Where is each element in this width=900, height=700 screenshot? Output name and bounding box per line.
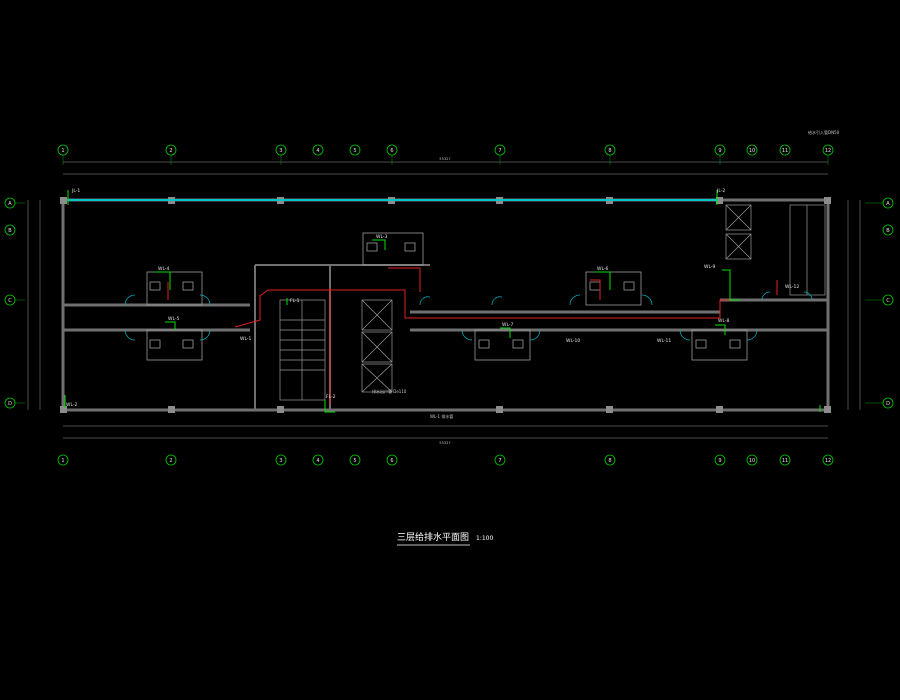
- axis-bottom-11: 11: [782, 458, 788, 464]
- tag-wl-9: WL-9: [704, 264, 716, 270]
- tag-wl-12: WL-12: [785, 284, 799, 290]
- axis-bottom-9: 9: [718, 458, 721, 464]
- tag-wl-2: WL-2: [66, 402, 78, 408]
- tag-wl-1: WL-1: [240, 336, 252, 342]
- toilet-room-mid-lower: [474, 329, 531, 361]
- top-dimension-lines: [63, 161, 828, 439]
- axis-B-left: B: [8, 228, 12, 234]
- axis-labels-top: 1 2 3 4 5 6 7 8 9 10 11 12: [61, 148, 831, 154]
- drain-pipe: [167, 267, 778, 405]
- note-top-right: 给水引入管DN50: [808, 129, 840, 135]
- axis-6: 6: [390, 148, 393, 154]
- tag-wl-6: WL-6: [597, 266, 609, 272]
- axis-10: 10: [749, 148, 755, 154]
- drawing-title: 三层给排水平面图: [397, 531, 469, 543]
- tag-wl-7: WL-7: [502, 322, 514, 328]
- axis-bubbles-bottom: [57, 454, 834, 466]
- axis-bubbles-side: [4, 197, 894, 409]
- total-dimension-bottom: 55327: [439, 441, 450, 445]
- toilet-room-right-lower: [691, 329, 748, 361]
- tag-wl-5: WL-5: [168, 316, 180, 322]
- tag-wl-8: WL-8: [718, 318, 730, 324]
- tag-jl-1: JL-1: [71, 188, 80, 194]
- axis-bottom-2: 2: [169, 458, 172, 464]
- elevator-shafts-center: [361, 299, 393, 393]
- axis-A-right: A: [886, 201, 890, 207]
- axis-bottom-7: 7: [498, 458, 501, 464]
- axis-11: 11: [782, 148, 788, 154]
- pipe-tags: JL-1 JL-2 FL-1 FL-2 WL-1 WL-2 WL-3 WL-4 …: [66, 188, 799, 408]
- axis-leader-lines: [15, 155, 883, 404]
- axis-bottom-12: 12: [825, 458, 831, 464]
- note-mid: 排水出户管 De110: [372, 388, 407, 394]
- tag-jl-2: JL-2: [716, 188, 725, 194]
- axis-12: 12: [825, 148, 831, 154]
- axis-9: 9: [718, 148, 721, 154]
- total-dimension-top: 55327: [439, 157, 450, 161]
- axis-2: 2: [169, 148, 172, 154]
- axis-5: 5: [353, 148, 356, 154]
- axis-7: 7: [498, 148, 501, 154]
- axis-1: 1: [61, 148, 64, 154]
- axis-bottom-10: 10: [749, 458, 755, 464]
- axis-B-right: B: [886, 228, 890, 234]
- elevator-shafts-right: [725, 204, 826, 296]
- tag-fl-2: FL-2: [326, 394, 336, 400]
- axis-C-left: C: [8, 298, 12, 304]
- axis-bubbles-top: [57, 144, 834, 156]
- toilet-room-left-lower: [146, 329, 203, 361]
- toilet-room-center: [362, 232, 424, 266]
- axis-bottom-1: 1: [61, 458, 64, 464]
- side-dimension-lines: [27, 200, 861, 410]
- axis-bottom-6: 6: [390, 458, 393, 464]
- stairwell: [279, 299, 326, 401]
- axis-bottom-8: 8: [608, 458, 611, 464]
- axis-D-right: D: [886, 401, 890, 407]
- axis-C-right: C: [886, 298, 890, 304]
- tag-wl-11: WL-11: [657, 338, 671, 344]
- axis-4: 4: [316, 148, 319, 154]
- axis-3: 3: [279, 148, 282, 154]
- drawing-scale: 1:100: [476, 535, 493, 542]
- axis-labels-bottom: 1 2 3 4 5 6 7 8 9 10 11 12: [61, 458, 831, 464]
- axis-D-left: D: [8, 401, 12, 407]
- doors: [124, 291, 813, 341]
- tag-wl-3: WL-3: [376, 234, 388, 240]
- axis-bottom-4: 4: [316, 458, 319, 464]
- note-bottom: WL-1 排水管: [430, 413, 453, 419]
- tag-fl-1: FL-1: [290, 298, 300, 304]
- tag-wl-10: WL-10: [566, 338, 580, 344]
- axis-A-left: A: [8, 201, 12, 207]
- axis-bottom-5: 5: [353, 458, 356, 464]
- axis-8: 8: [608, 148, 611, 154]
- fixtures: [64, 190, 821, 413]
- axis-labels-side: A B C D A B C D: [8, 201, 890, 407]
- axis-bottom-3: 3: [279, 458, 282, 464]
- toilet-room-left-upper: [146, 271, 203, 306]
- tag-wl-4: WL-4: [158, 266, 170, 272]
- toilet-room-right-upper: [585, 271, 642, 306]
